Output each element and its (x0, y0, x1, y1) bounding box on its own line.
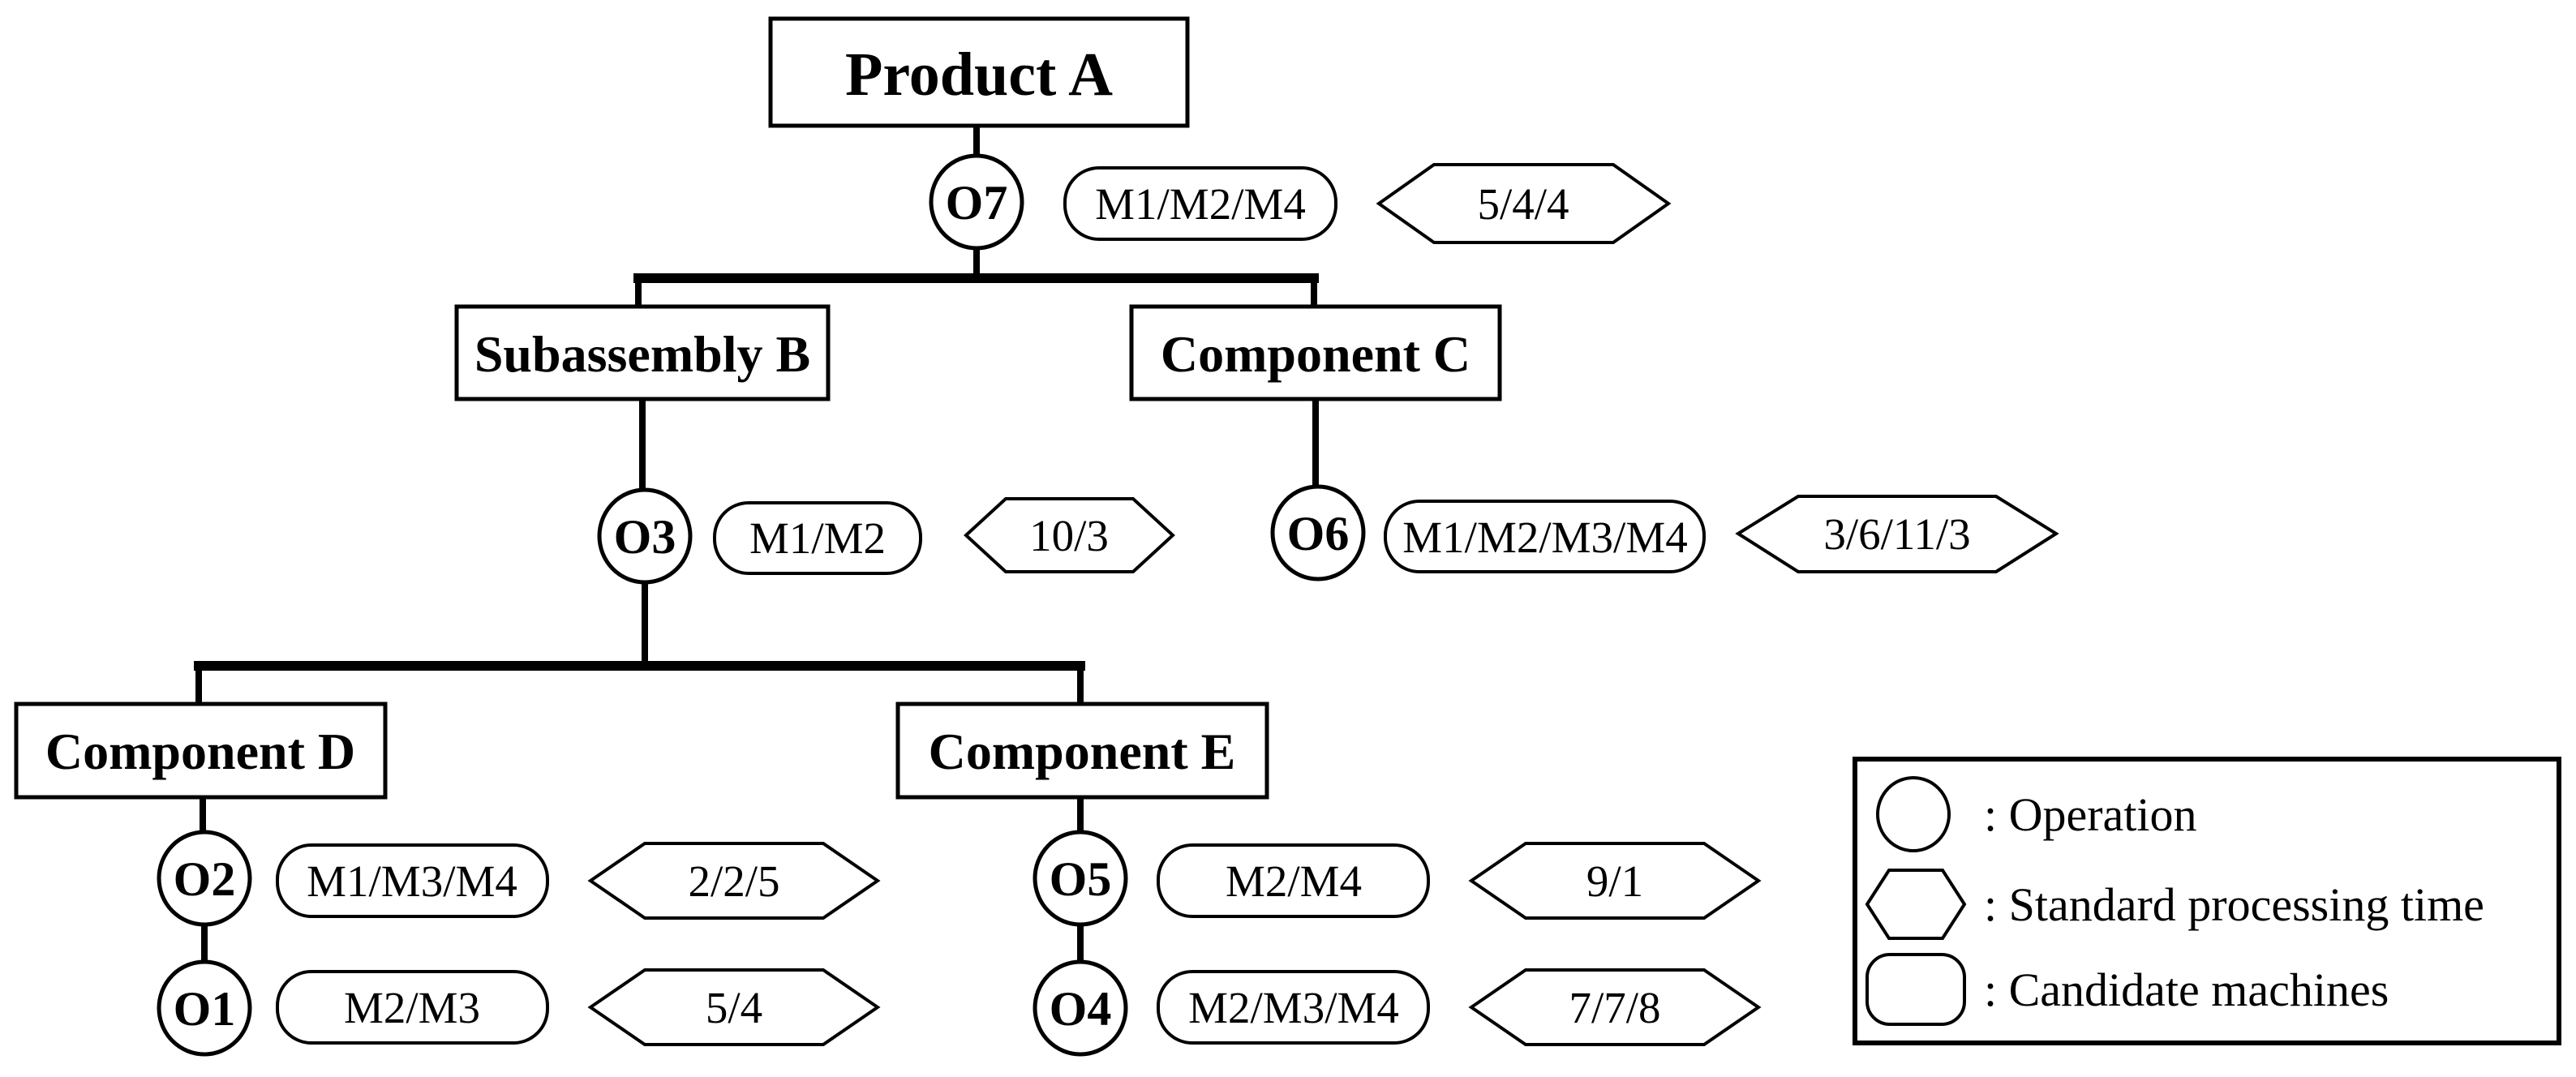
o1-machines-label: M2/M3 (344, 983, 480, 1032)
legend-box (1853, 757, 2561, 1045)
o7-machines-label: M1/M2/M4 (1095, 179, 1306, 229)
o2-label: O2 (174, 852, 236, 906)
o2-machines-box (276, 843, 549, 918)
o7-time-label: 5/4/4 (1477, 179, 1569, 229)
legend-candidate-machines-label: : Candidate machines (1984, 963, 2389, 1016)
o1-time-label: 5/4 (706, 983, 762, 1032)
o6-operation-circle (1270, 484, 1366, 581)
o1-operation-circle (157, 959, 252, 1057)
o3-operation-circle (597, 487, 693, 585)
o2-operation-circle (157, 830, 252, 927)
legend-operation-label: : Operation (1984, 788, 2197, 841)
o4-label: O4 (1050, 982, 1112, 1036)
o6-time-hexagon (1735, 495, 2059, 573)
legend-processing-time-hexagon-icon (1865, 869, 1967, 940)
o6-time-label: 3/6/11/3 (1823, 509, 1970, 559)
o2-time-label: 2/2/5 (688, 856, 779, 906)
product-a-label: Product A (845, 41, 1113, 109)
o4-operation-circle (1033, 959, 1128, 1057)
legend-processing-time-label: : Standard processing time (1984, 878, 2484, 931)
o4-time-label: 7/7/8 (1569, 983, 1660, 1032)
component-d-label: Component D (45, 723, 355, 780)
o3-machines-label: M1/M2 (749, 513, 886, 563)
o4-time-hexagon (1468, 968, 1762, 1046)
o5-machines-label: M2/M4 (1226, 856, 1362, 906)
o1-label: O1 (174, 982, 236, 1036)
subassembly-b-box (454, 304, 831, 401)
component-c-box (1129, 304, 1502, 401)
legend-operation-circle-icon (1876, 776, 1951, 852)
o3-label: O3 (614, 510, 676, 564)
o7-machines-box (1063, 166, 1337, 241)
o4-machines-label: M2/M3/M4 (1188, 983, 1399, 1032)
o3-machines-box (713, 501, 922, 575)
component-d-box (14, 702, 388, 800)
o4-machines-box (1157, 970, 1430, 1045)
product-a-box (768, 16, 1190, 128)
o2-machines-label: M1/M3/M4 (307, 856, 517, 906)
o3-time-hexagon (964, 497, 1175, 573)
legend-candidate-machines-box-icon (1865, 953, 1966, 1026)
o6-machines-label: M1/M2/M3/M4 (1402, 513, 1687, 562)
o7-label: O7 (946, 176, 1008, 230)
o6-label: O6 (1287, 507, 1350, 560)
o7-operation-circle (929, 153, 1024, 251)
o5-machines-box (1157, 843, 1430, 918)
subassembly-b-label: Subassembly B (474, 325, 810, 383)
component-c-label: Component C (1161, 325, 1470, 383)
o6-machines-box (1384, 500, 1706, 573)
o1-time-hexagon (587, 968, 881, 1046)
component-e-box (895, 702, 1269, 800)
o3-time-label: 10/3 (1029, 511, 1109, 560)
o5-operation-circle (1033, 830, 1128, 927)
o2-time-hexagon (587, 842, 881, 920)
o5-time-label: 9/1 (1586, 856, 1643, 906)
o5-label: O5 (1050, 852, 1112, 906)
o5-time-hexagon (1468, 842, 1762, 920)
o7-time-hexagon (1376, 163, 1672, 244)
o1-machines-box (276, 970, 549, 1045)
component-e-label: Component E (929, 723, 1236, 780)
